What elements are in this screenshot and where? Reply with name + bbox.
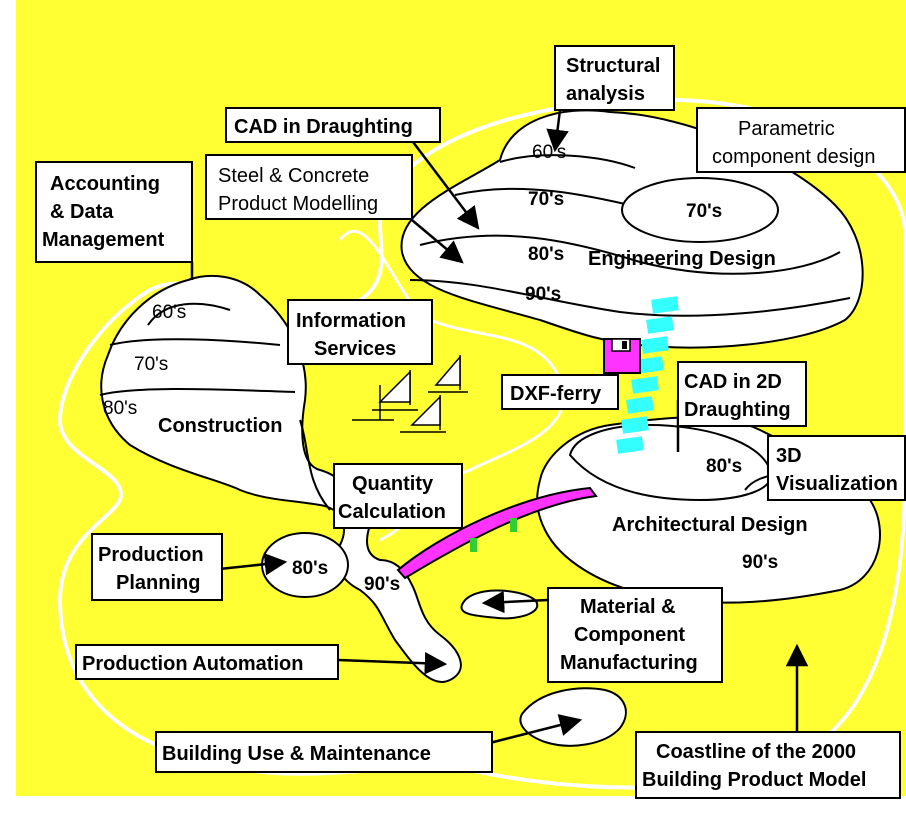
svg-text:Information: Information (296, 310, 406, 332)
svg-text:Services: Services (314, 338, 396, 360)
label-production-automation: Production Automation (75, 644, 339, 680)
svg-text:component design: component design (712, 146, 875, 168)
svg-text:3D: 3D (776, 445, 802, 467)
svg-text:Visualization: Visualization (776, 473, 898, 495)
material-islet (460, 589, 539, 620)
label-building-use: Building Use & Maintenance (155, 731, 493, 773)
construction-island: 60's 70's 80's Construction 80's 90's (99, 274, 462, 683)
arrow-cad-draughting (409, 137, 480, 230)
label-coastline: Coastline of the 2000 Building Product M… (635, 731, 901, 799)
label-quantity: Quantity Calculation (333, 463, 463, 529)
construction-decade-2: 70's (134, 354, 168, 375)
svg-text:Production Automation: Production Automation (82, 653, 303, 675)
parametric-decade: 70's (686, 201, 722, 222)
label-production-planning: Production Planning (91, 533, 223, 601)
svg-text:Building Product Model: Building Product Model (642, 769, 866, 791)
arrow-material (481, 590, 549, 614)
svg-text:Coastline of the 2000: Coastline of the 2000 (656, 741, 856, 763)
construction-name: Construction (158, 415, 282, 437)
ferry-route (616, 296, 679, 454)
planning-decade: 80's (292, 558, 328, 579)
svg-text:& Data: & Data (50, 201, 114, 223)
floppy-disk-ferry-icon (603, 338, 641, 374)
engineering-decade-1: 60's (532, 142, 566, 163)
label-3d-visualization: 3D Visualization (767, 435, 906, 501)
svg-text:DXF-ferry: DXF-ferry (510, 383, 602, 405)
svg-text:Draughting: Draughting (684, 399, 791, 421)
label-cad2d: CAD in 2D Draughting (677, 361, 807, 427)
svg-text:analysis: analysis (566, 83, 645, 105)
svg-text:Structural: Structural (566, 55, 660, 77)
svg-text:Manufacturing: Manufacturing (560, 652, 698, 674)
label-information: Information Services (287, 299, 433, 365)
construction-decade-1: 60's (152, 302, 186, 323)
svg-text:Management: Management (42, 229, 165, 251)
svg-text:CAD in Draughting: CAD in Draughting (234, 116, 413, 138)
peninsula-decade: 90's (364, 574, 400, 595)
engineering-decade-4: 90's (525, 284, 561, 305)
bridge-icon (396, 486, 598, 580)
svg-text:Steel & Concrete: Steel & Concrete (218, 165, 369, 187)
svg-text:Component: Component (574, 624, 685, 646)
svg-text:Calculation: Calculation (338, 501, 446, 523)
label-steel: Steel & Concrete Product Modelling (205, 154, 413, 220)
arrow-automation (337, 652, 448, 675)
svg-text:Parametric: Parametric (738, 118, 835, 140)
svg-text:Building Use & Maintenance: Building Use & Maintenance (162, 743, 431, 765)
engineering-decade-2: 70's (528, 189, 564, 210)
label-material: Material & Component Manufacturing (547, 587, 723, 683)
svg-text:Accounting: Accounting (50, 173, 160, 195)
svg-text:Production: Production (98, 544, 204, 566)
svg-text:Planning: Planning (116, 572, 200, 594)
arrow-structural (546, 109, 569, 153)
label-dxf: DXF-ferry (501, 374, 619, 410)
sailboat-icon (352, 354, 468, 433)
construction-decade-3: 80's (103, 398, 137, 419)
label-parametric: Parametric component design (696, 107, 906, 173)
label-accounting: Accounting & Data Management (35, 161, 193, 263)
engineering-design-name: Engineering Design (588, 248, 776, 270)
architectural-decade-1: 80's (706, 456, 742, 477)
label-structural: Structural analysis (554, 45, 675, 111)
svg-text:Product Modelling: Product Modelling (218, 193, 378, 215)
svg-text:Quantity: Quantity (352, 473, 434, 495)
building-use-islet (519, 687, 627, 747)
architectural-design-name: Architectural Design (612, 514, 808, 536)
architectural-decade-2: 90's (742, 552, 778, 573)
svg-text:Material &: Material & (580, 596, 676, 618)
label-cad-draughting: CAD in Draughting (225, 107, 441, 143)
engineering-decade-3: 80's (528, 244, 564, 265)
svg-text:CAD in 2D: CAD in 2D (684, 371, 782, 393)
